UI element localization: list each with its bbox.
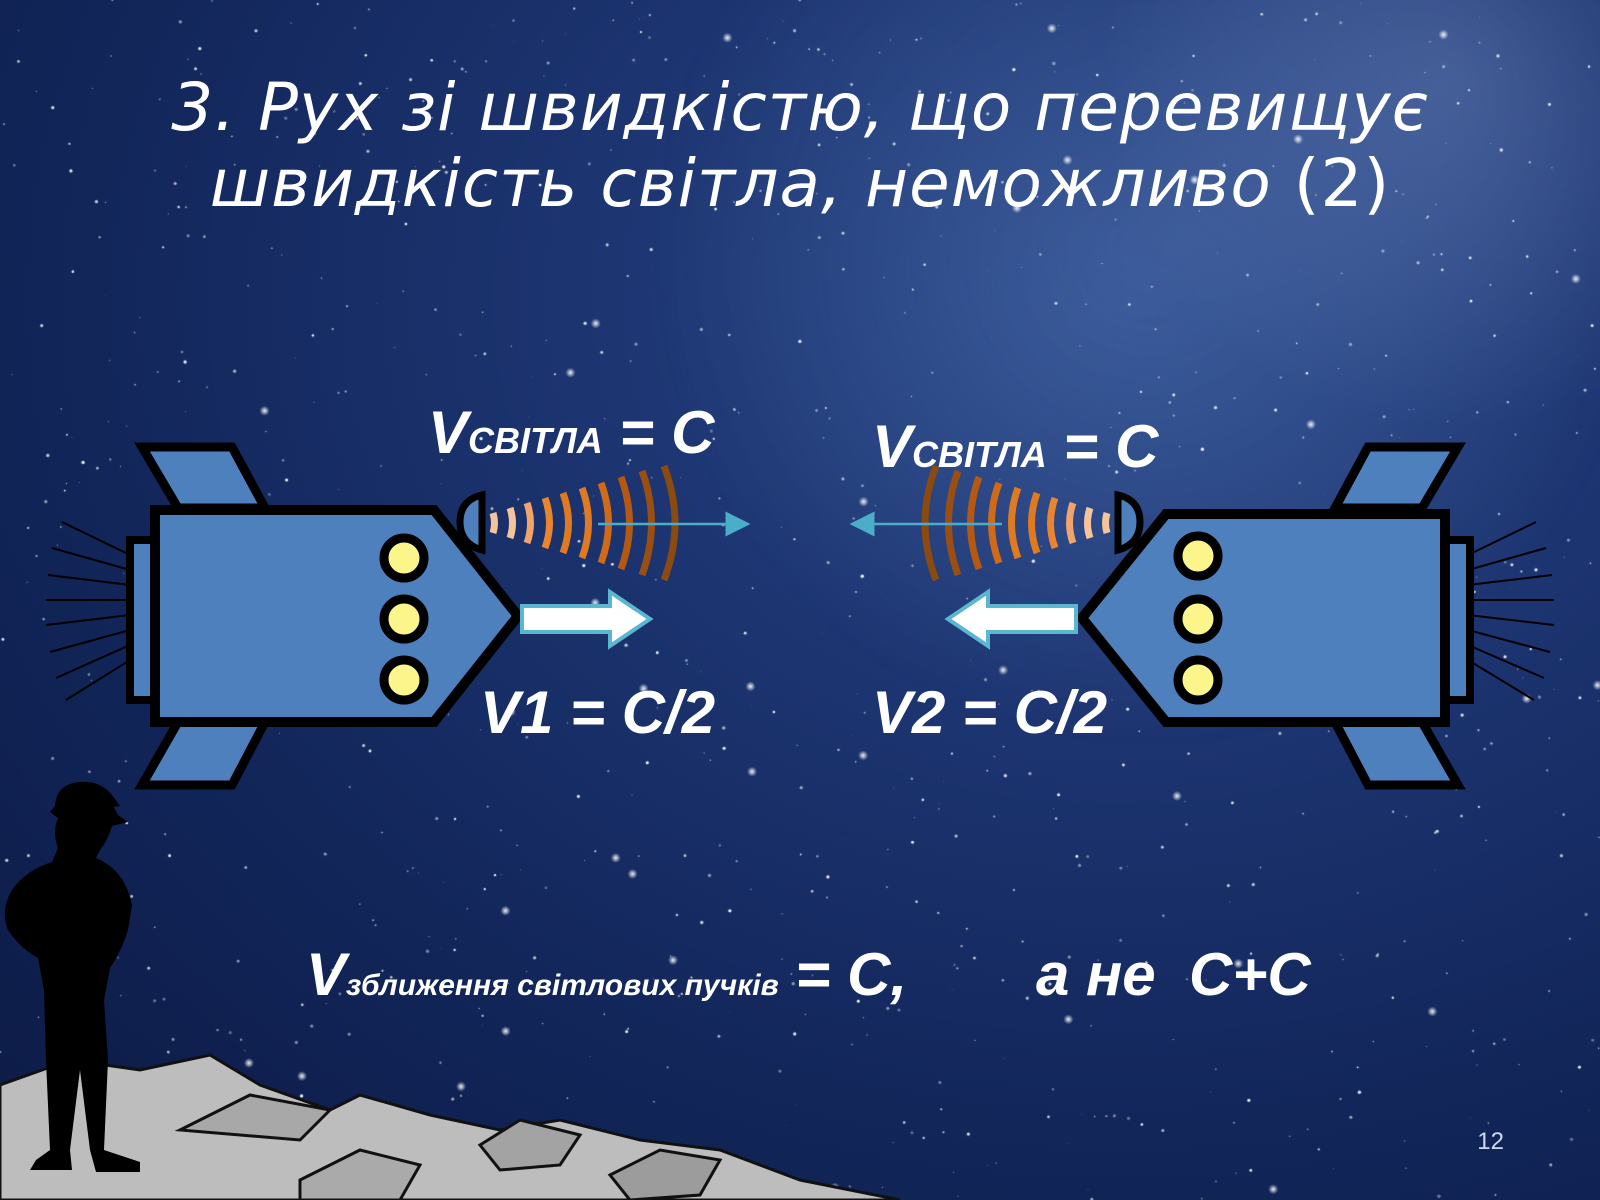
right-hull — [1075, 509, 1450, 727]
right-upper-fin — [1327, 442, 1466, 513]
left-spaceship — [45, 442, 525, 790]
rocks — [0, 1053, 901, 1200]
approach-speed-label: Vзближення світлових пучків = C, — [306, 941, 908, 1008]
title-paren: (2) — [1293, 145, 1391, 222]
left-porthole-2 — [379, 594, 429, 644]
v2-label: V2 = C/2 — [872, 679, 1108, 746]
left-lower-fin — [134, 717, 273, 790]
left-headlight — [456, 490, 486, 555]
slide-title: 3. Рух зі швидкістю, що перевищує швидкі… — [150, 70, 1450, 222]
right-light-speed-label: VСВІТЛА = C — [872, 413, 1159, 480]
approach-not-sum-label: а не C+C — [1036, 941, 1311, 1008]
left-porthole-3 — [379, 655, 429, 705]
right-spaceship — [1075, 442, 1555, 790]
page-number: 12 — [1477, 1128, 1504, 1155]
left-light-speed-label: VСВІТЛА = C — [428, 399, 715, 466]
left-motion-arrow — [520, 588, 654, 650]
right-headlight — [1114, 490, 1144, 555]
right-motion-arrow — [944, 588, 1078, 650]
left-porthole-1 — [379, 533, 429, 583]
right-exhaust-lines — [1467, 521, 1555, 701]
right-lower-fin — [1327, 717, 1466, 790]
right-porthole-1 — [1173, 531, 1223, 581]
right-porthole-3 — [1173, 655, 1223, 705]
observer-silhouette — [4, 781, 140, 1172]
right-porthole-2 — [1173, 594, 1223, 644]
title-line-2: швидкість світла, неможливо — [209, 145, 1272, 222]
v1-label: V1 = C/2 — [480, 679, 716, 746]
left-exhaust-lines — [45, 521, 131, 701]
title-line-1: 3. Рух зі швидкістю, що перевищує — [171, 69, 1429, 146]
left-upper-fin — [134, 442, 273, 513]
